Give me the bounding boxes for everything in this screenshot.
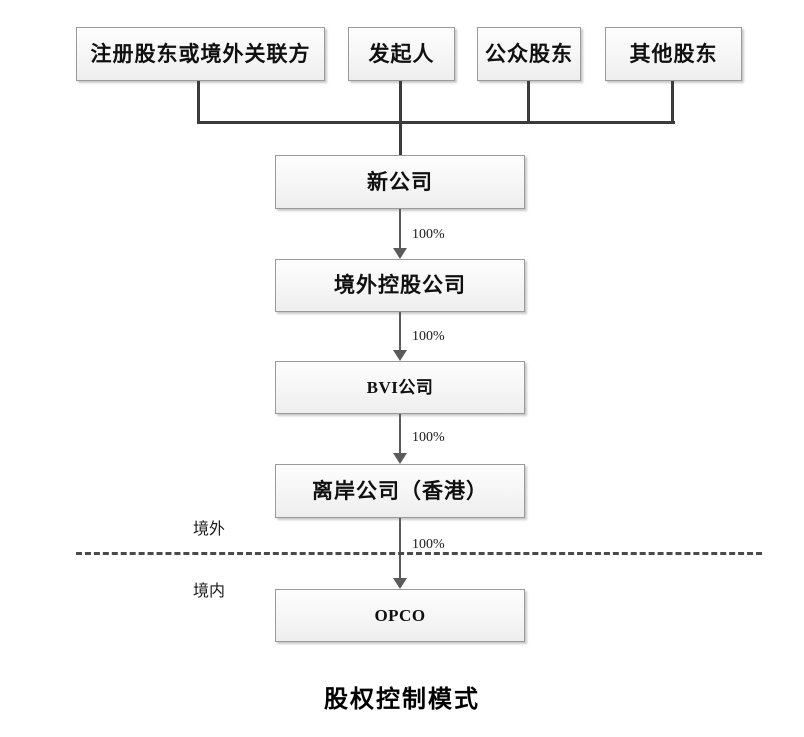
ownership-arrow-head-1 (393, 248, 407, 259)
entity-box-new-company[interactable]: 新公司 (275, 155, 525, 209)
entity-box-opco[interactable]: OPCO (275, 589, 525, 642)
connector-stub-shareholder-4 (671, 81, 674, 124)
ownership-arrow-head-4 (393, 578, 407, 589)
entity-label: BVI公司 (366, 378, 434, 397)
shareholder-box-other-shareholders[interactable]: 其他股东 (605, 27, 742, 81)
entity-box-offshore-company-hongkong[interactable]: 离岸公司（香港） (275, 464, 525, 518)
ownership-arrow-line-4 (399, 518, 401, 580)
entity-box-bvi-company[interactable]: BVI公司 (275, 361, 525, 414)
ownership-percent-label-3: 100% (412, 430, 445, 445)
shareholder-box-registered-or-offshore-affiliate[interactable]: 注册股东或境外关联方 (76, 27, 325, 81)
entity-label: OPCO (374, 606, 426, 625)
shareholder-label: 其他股东 (629, 41, 718, 66)
ownership-arrow-head-2 (393, 350, 407, 361)
connector-stub-shareholder-2 (399, 81, 402, 124)
ownership-arrow-line-3 (399, 414, 401, 455)
ownership-percent-label-2: 100% (412, 329, 445, 344)
connector-stub-shareholder-1 (197, 81, 200, 124)
zone-label-offshore: 境外 (193, 521, 226, 538)
shareholder-box-promoter[interactable]: 发起人 (348, 27, 455, 81)
shareholder-box-public-shareholders[interactable]: 公众股东 (477, 27, 581, 81)
ownership-percent-label-1: 100% (412, 227, 445, 242)
connector-bus-horizontal (198, 121, 675, 124)
ownership-percent-label-4: 100% (412, 537, 445, 552)
ownership-arrow-line-2 (399, 312, 401, 352)
entity-box-offshore-holding-company[interactable]: 境外控股公司 (275, 259, 525, 312)
jurisdiction-divider-line (76, 552, 762, 555)
entity-label: 离岸公司（香港） (312, 478, 488, 503)
shareholder-label: 注册股东或境外关联方 (90, 41, 311, 66)
ownership-arrow-head-3 (393, 453, 407, 464)
zone-label-onshore: 境内 (193, 583, 226, 600)
shareholder-label: 发起人 (368, 41, 435, 66)
ownership-arrow-line-1 (399, 209, 401, 250)
connector-trunk-to-new-company (399, 121, 402, 155)
shareholder-label: 公众股东 (485, 41, 573, 66)
entity-label: 新公司 (367, 169, 433, 194)
connector-stub-shareholder-3 (527, 81, 530, 124)
diagram-caption: 股权控制模式 (324, 687, 480, 713)
entity-label: 境外控股公司 (334, 273, 466, 297)
